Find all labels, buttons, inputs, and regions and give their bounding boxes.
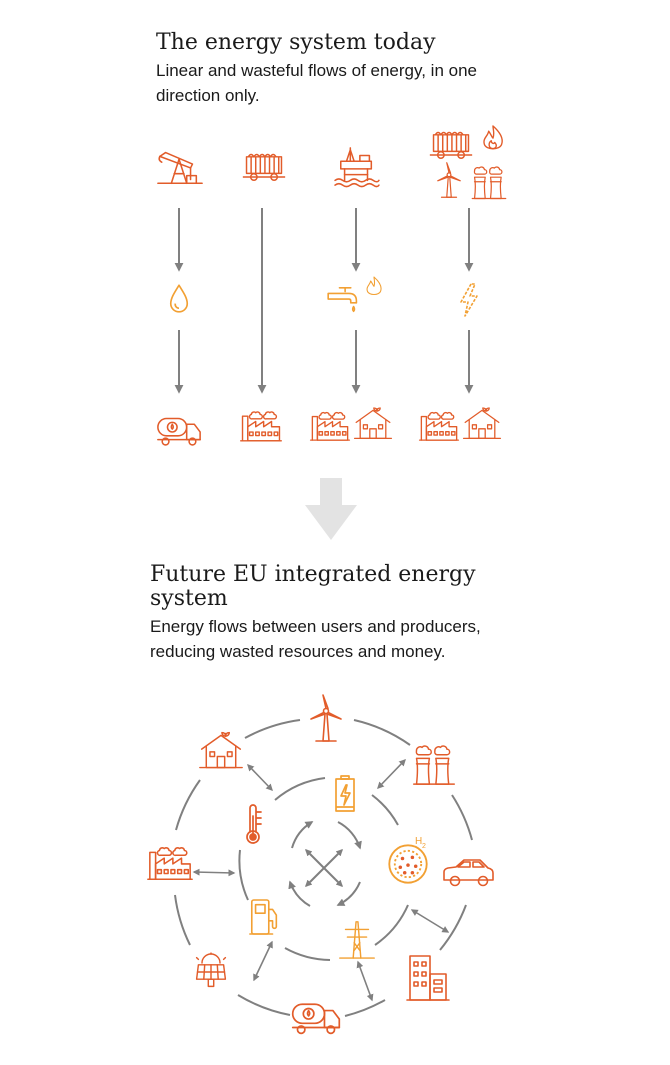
inner-arc — [288, 880, 311, 907]
outer-arc — [175, 779, 201, 831]
office-building-icon — [406, 955, 450, 1001]
hydrogen-icon — [388, 844, 428, 884]
gas-flame-icon — [366, 276, 382, 296]
factory-icon — [418, 411, 460, 441]
tanker-truck-icon — [157, 417, 201, 446]
future-title: Future EU integrated energy system — [150, 562, 476, 611]
middle-arc — [238, 849, 249, 901]
exchange-arrow — [192, 868, 236, 877]
car-icon — [443, 859, 494, 887]
tanker-truck-icon — [291, 1003, 341, 1035]
today-title: The energy system today — [156, 30, 436, 55]
exchange-arrow — [356, 960, 374, 1002]
electricity-pylon-icon — [339, 921, 375, 959]
power-plant-icon — [471, 166, 507, 200]
battery-icon — [335, 775, 355, 812]
today-subtitle: Linear and wasteful flows of energy, in … — [156, 61, 477, 105]
hydrogen-subscript: 2 — [422, 843, 426, 850]
exchange-arrow — [377, 758, 406, 790]
future-subtitle: Energy flows between users and producers… — [150, 617, 481, 661]
house-icon — [353, 407, 393, 440]
outer-arc — [439, 904, 467, 951]
gas-flame-icon — [483, 125, 503, 150]
exchange-arrow — [247, 763, 273, 792]
gas-tap-icon — [327, 286, 358, 313]
house-icon — [199, 731, 243, 769]
outer-arc — [353, 719, 411, 746]
middle-arc — [274, 777, 326, 801]
outer-arc — [451, 794, 473, 841]
wind-turbine-icon — [310, 694, 342, 742]
thermometer-icon — [246, 804, 262, 844]
oil-drop-icon — [169, 284, 189, 313]
fuel-pump-icon — [249, 899, 278, 935]
exchange-arrow — [410, 909, 450, 933]
electricity-bolt-icon — [460, 283, 478, 317]
coal-wagon-icon — [429, 131, 473, 160]
power-plant-icon — [412, 745, 456, 785]
house-icon — [462, 407, 502, 440]
transition-arrow — [305, 478, 357, 540]
middle-arc — [374, 904, 409, 946]
circular-flows — [174, 719, 473, 1017]
coal-wagon-icon — [242, 153, 286, 182]
outer-arc — [244, 719, 301, 739]
factory-icon — [309, 411, 351, 441]
outer-arc — [344, 999, 386, 1017]
center-arrow — [305, 849, 343, 887]
middle-arc — [371, 794, 399, 826]
solar-panel-icon — [195, 952, 227, 988]
exchange-arrow — [253, 940, 273, 982]
outer-arc — [237, 994, 291, 1016]
inner-arc — [337, 821, 362, 850]
wind-turbine-icon — [437, 162, 461, 198]
outer-arc — [174, 894, 191, 946]
factory-icon — [147, 846, 193, 881]
middle-arc — [284, 947, 331, 961]
inner-arc — [291, 821, 314, 849]
offshore-rig-icon — [334, 147, 380, 188]
inner-arc — [336, 881, 361, 906]
hydrogen-label: H — [415, 836, 422, 847]
factory-icon — [239, 411, 283, 442]
oil-pump-icon — [157, 151, 203, 185]
flow-arrows — [174, 208, 474, 394]
